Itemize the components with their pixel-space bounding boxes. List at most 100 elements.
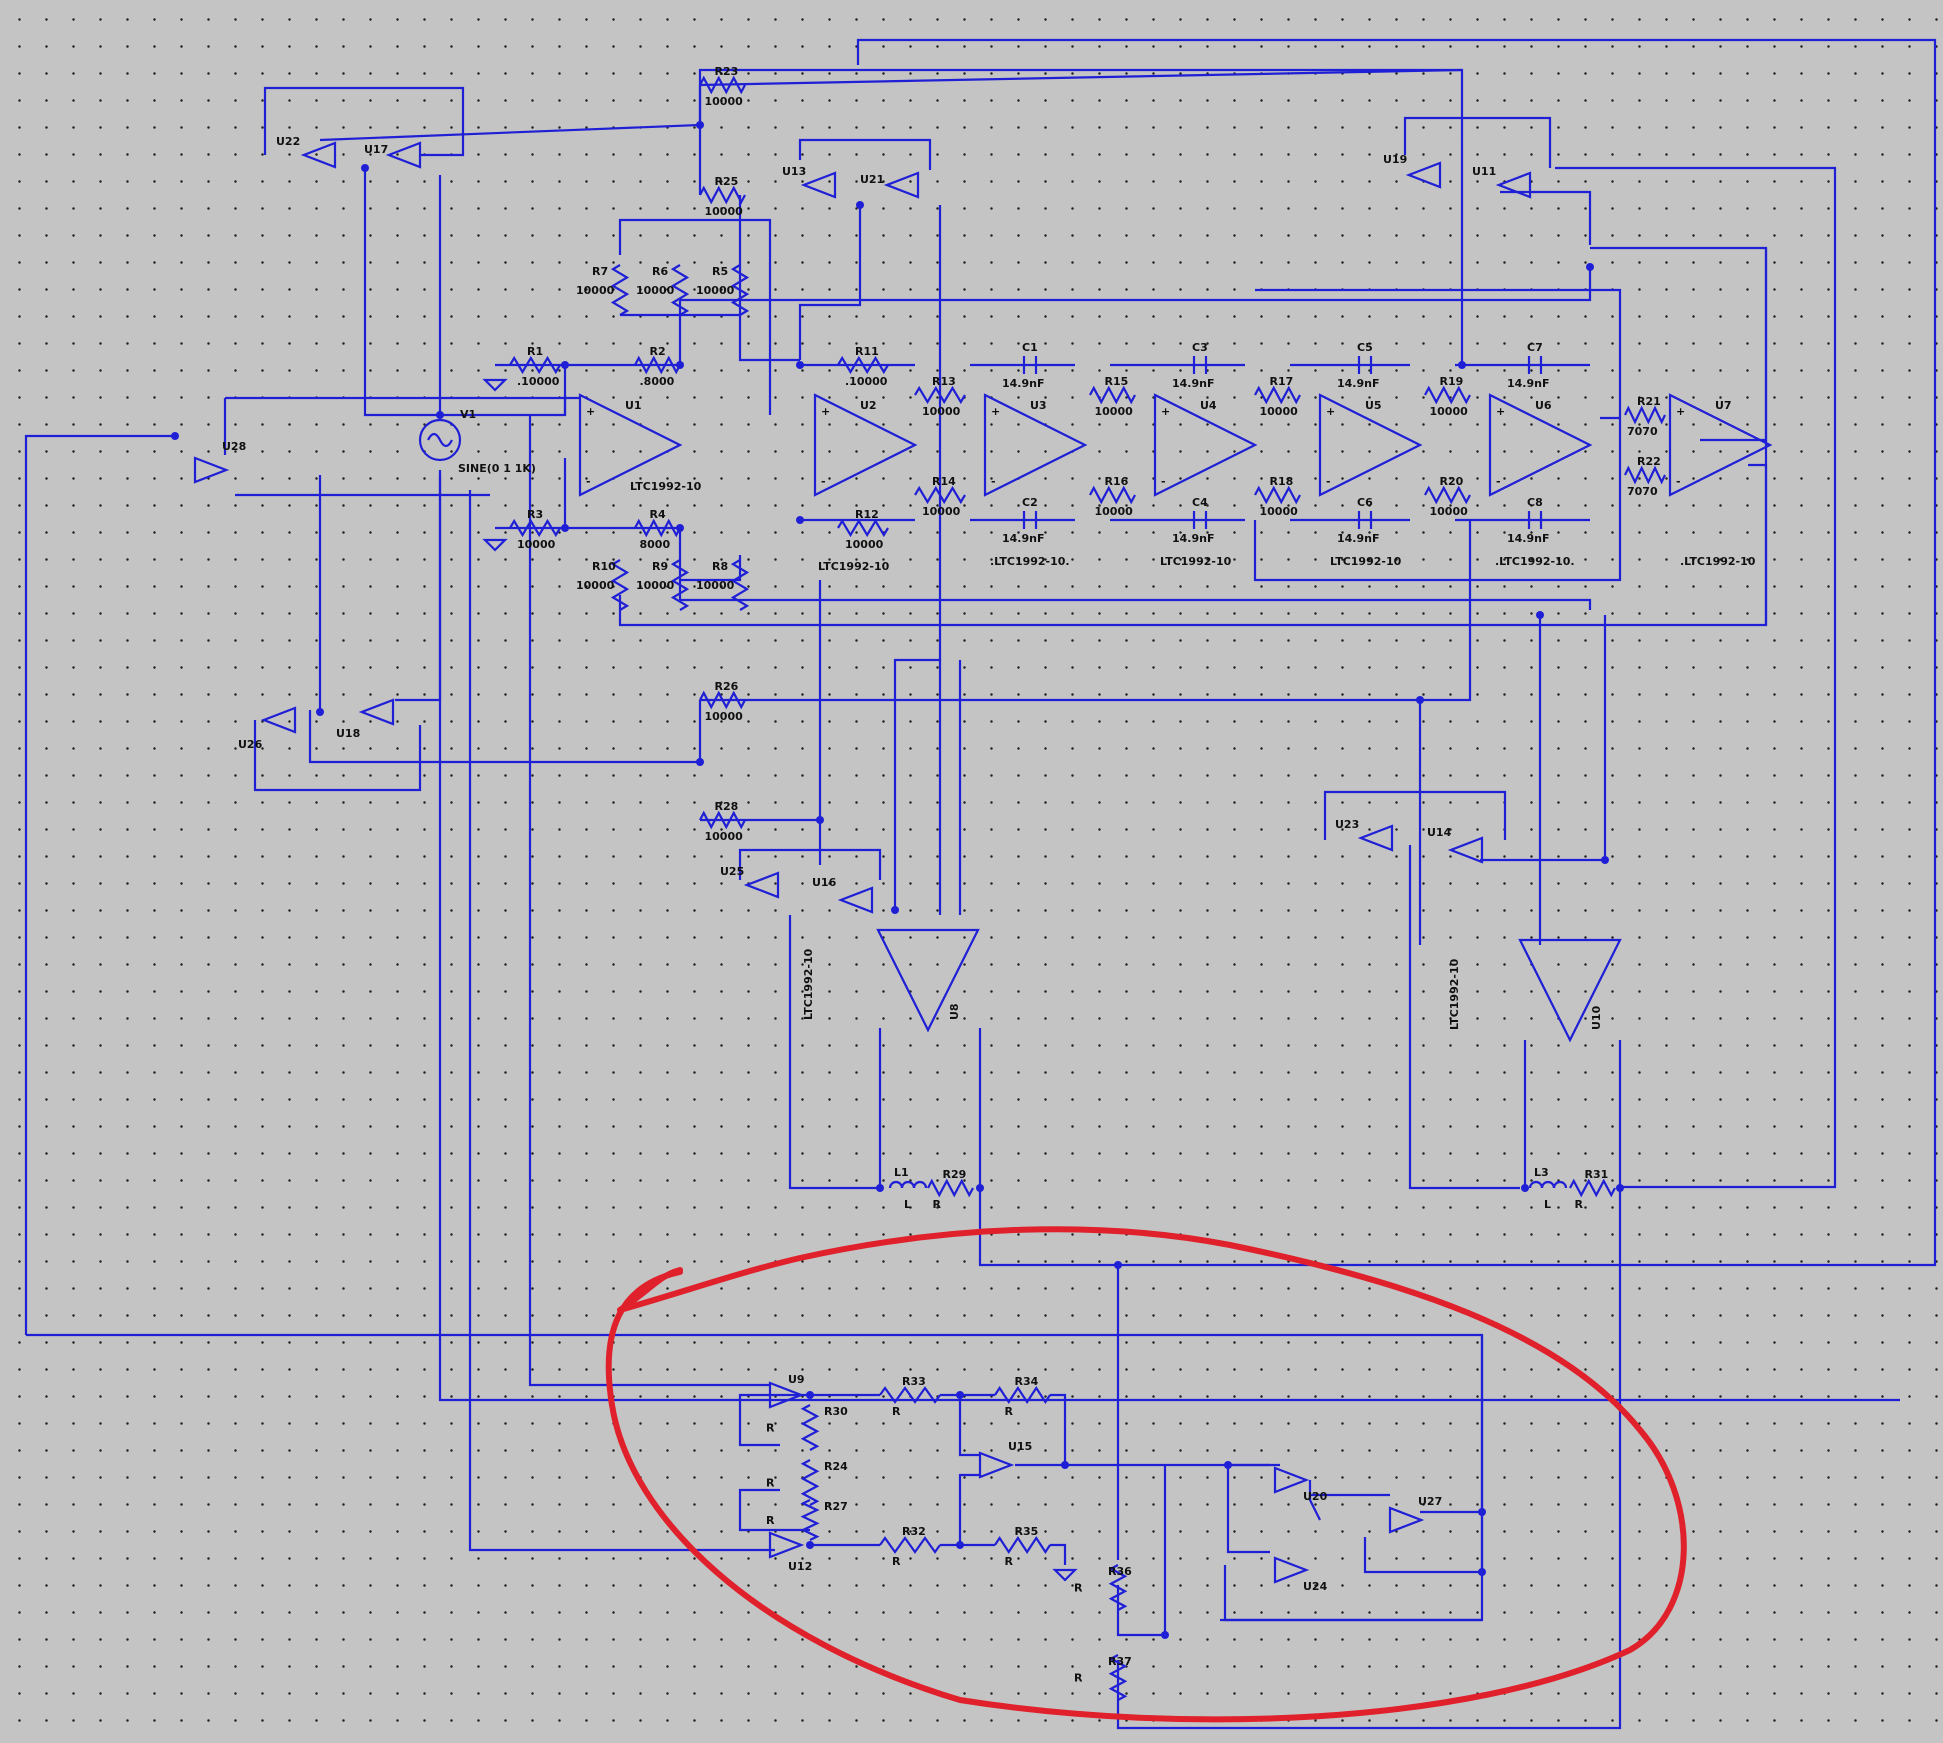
resistor-r3[interactable] <box>509 518 561 538</box>
buffer-u14[interactable] <box>1447 836 1484 864</box>
opamp-pin-minus-u1: - <box>586 475 591 488</box>
resistor-label-r15: R15 <box>1105 375 1129 388</box>
resistor-label-r30: R30 <box>824 1405 848 1418</box>
capacitor-c6[interactable] <box>1357 511 1373 529</box>
resistor-r32[interactable] <box>879 1536 941 1554</box>
resistor-r12[interactable] <box>837 518 889 538</box>
resistor-r11[interactable] <box>837 355 889 375</box>
inductor-l1[interactable] <box>888 1180 928 1189</box>
resistor-r33[interactable] <box>879 1386 941 1404</box>
resistor-r26[interactable] <box>699 690 746 710</box>
resistor-value-r5: 10000 <box>696 284 735 297</box>
opamp-u4[interactable] <box>1153 393 1258 497</box>
resistor-r8[interactable] <box>730 559 750 611</box>
component-labels: U1LTC1992-10+-U2LTC1992-10+-U3.LTC1992-1… <box>222 65 1756 1685</box>
buffer-u9[interactable] <box>768 1381 805 1409</box>
buffer-label-u21: U21 <box>860 173 884 186</box>
resistor-r9[interactable] <box>670 559 690 611</box>
capacitor-label-c1: C1 <box>1022 341 1038 354</box>
capacitor-c1[interactable] <box>1022 356 1038 374</box>
opamp-u3[interactable] <box>983 393 1088 497</box>
buffer-u16[interactable] <box>837 886 874 914</box>
capacitor-c4[interactable] <box>1192 511 1208 529</box>
buffer-u25[interactable] <box>743 871 780 899</box>
resistor-r27[interactable] <box>800 1499 820 1541</box>
opamp-u8[interactable] <box>876 928 980 1033</box>
opamp-ref-u5: U5 <box>1365 399 1382 412</box>
resistor-r22[interactable] <box>1624 465 1666 485</box>
resistor-r6[interactable] <box>670 264 690 316</box>
resistor-r34[interactable] <box>994 1385 1051 1405</box>
buffer-u17[interactable] <box>385 141 422 169</box>
buffer-u27[interactable] <box>1388 1506 1425 1534</box>
resistor-r1[interactable] <box>509 355 561 375</box>
capacitor-c3[interactable] <box>1192 356 1208 374</box>
resistor-r10[interactable] <box>610 559 630 611</box>
resistor-r15[interactable] <box>1089 385 1136 405</box>
resistor-r2[interactable] <box>634 355 681 375</box>
opamp-ref-u8: U8 <box>948 1003 961 1020</box>
resistor-r19[interactable] <box>1424 385 1471 405</box>
source-label-v1: V1 <box>460 408 476 421</box>
resistor-r36[interactable] <box>1108 1564 1128 1611</box>
resistor-r20[interactable] <box>1424 485 1471 505</box>
resistor-r28[interactable] <box>699 810 746 830</box>
resistor-label-r28: R28 <box>715 800 739 813</box>
resistor-r31[interactable] <box>1569 1178 1616 1198</box>
opamp-u6[interactable] <box>1488 393 1593 497</box>
opamp-u2[interactable] <box>813 393 918 497</box>
capacitor-c2[interactable] <box>1022 511 1038 529</box>
resistor-value-r30: R <box>766 1422 775 1435</box>
resistor-r16[interactable] <box>1089 485 1136 505</box>
resistor-r5[interactable] <box>730 264 750 316</box>
buffer-label-u22: U22 <box>276 135 300 148</box>
resistor-value-r12: 10000 <box>845 538 884 551</box>
buffer-u11[interactable] <box>1495 171 1532 199</box>
opamp-u10[interactable] <box>1518 938 1622 1043</box>
buffer-u15[interactable] <box>978 1451 1015 1479</box>
resistor-r25[interactable] <box>699 185 746 205</box>
buffer-u28[interactable] <box>193 456 230 484</box>
resistor-r7[interactable] <box>610 264 630 316</box>
buffer-u12[interactable] <box>768 1531 805 1559</box>
opamp-pin-minus-u4: - <box>1161 475 1166 488</box>
buffer-u18[interactable] <box>358 698 395 726</box>
resistor-r14[interactable] <box>914 485 966 505</box>
inductor-l3[interactable] <box>1528 1180 1568 1189</box>
resistor-value-r17: 10000 <box>1260 405 1299 418</box>
opamp-u1[interactable] <box>578 393 683 497</box>
capacitor-c7[interactable] <box>1527 356 1543 374</box>
opamp-u5[interactable] <box>1318 393 1423 497</box>
buffer-u19[interactable] <box>1405 161 1442 189</box>
resistor-r13[interactable] <box>914 385 966 405</box>
voltage-source-v1[interactable] <box>418 418 462 462</box>
buffer-u26[interactable] <box>260 706 297 734</box>
resistor-r4[interactable] <box>634 518 681 538</box>
resistor-r24[interactable] <box>800 1459 820 1506</box>
capacitor-value-c6: 14.9nF <box>1337 532 1380 545</box>
capacitor-c8[interactable] <box>1527 511 1543 529</box>
opamp-ref-u7: U7 <box>1715 399 1732 412</box>
opamp-model-u3: .LTC1992-10. <box>990 555 1070 568</box>
resistor-value-r22: 7070 <box>1627 485 1658 498</box>
buffer-u21[interactable] <box>883 171 920 199</box>
resistor-r29[interactable] <box>927 1178 974 1198</box>
resistor-r17[interactable] <box>1254 385 1301 405</box>
resistor-r35[interactable] <box>994 1535 1051 1555</box>
resistor-r23[interactable] <box>699 75 746 95</box>
resistor-r21[interactable] <box>1624 405 1666 425</box>
buffer-u13[interactable] <box>800 171 837 199</box>
resistor-r18[interactable] <box>1254 485 1301 505</box>
buffer-u20[interactable] <box>1273 1466 1310 1494</box>
resistor-label-r4: R4 <box>650 508 666 521</box>
resistor-r30[interactable] <box>800 1404 820 1451</box>
capacitor-c5[interactable] <box>1357 356 1373 374</box>
opamp-u7[interactable] <box>1668 393 1773 497</box>
buffer-label-u12: U12 <box>788 1560 812 1573</box>
opamp-ref-u3: U3 <box>1030 399 1047 412</box>
buffer-u23[interactable] <box>1357 824 1394 852</box>
resistor-r37[interactable] <box>1108 1654 1128 1701</box>
buffer-u22[interactable] <box>300 141 337 169</box>
buffer-u24[interactable] <box>1273 1556 1310 1584</box>
